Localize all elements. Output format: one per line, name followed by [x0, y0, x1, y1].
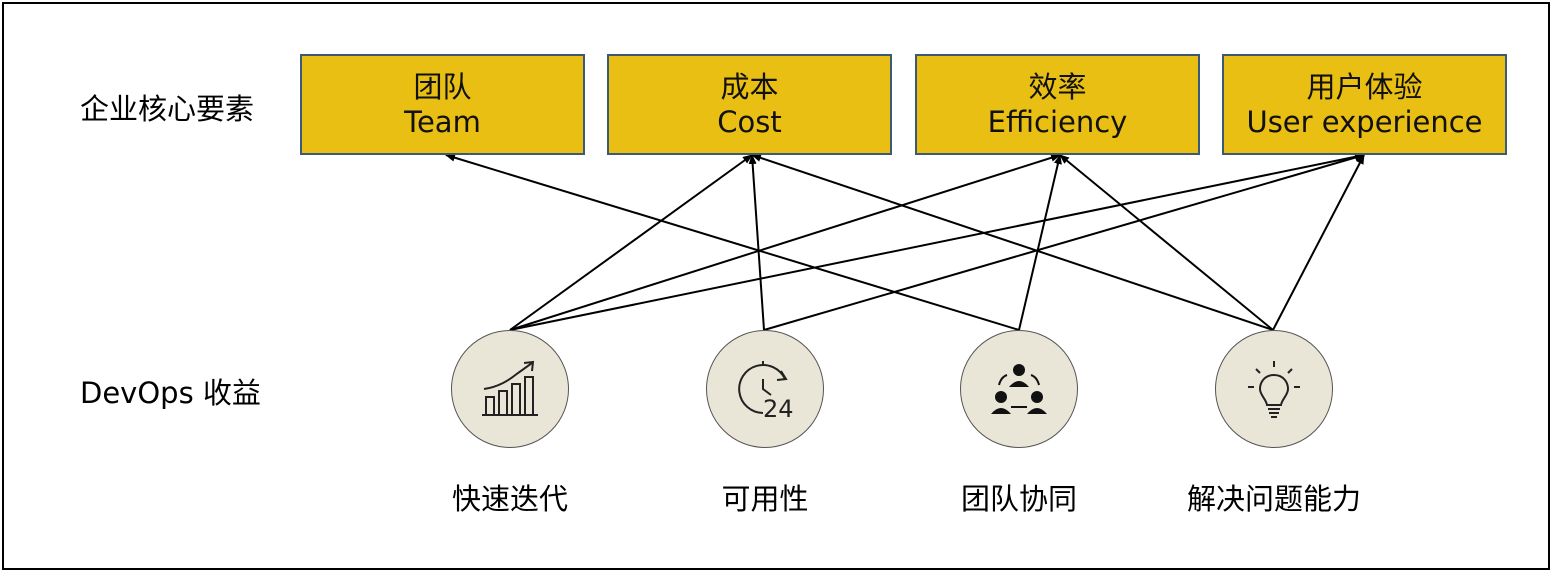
- clock-24-icon: 24: [738, 361, 794, 421]
- link-arrow-4: [763, 153, 1365, 331]
- factor-title-en: Team: [404, 104, 481, 139]
- link-arrow-3: [748, 154, 765, 331]
- lightbulb-icon: [1248, 361, 1300, 418]
- link-arrow-9: [1272, 154, 1365, 331]
- link-arrow-1: [509, 153, 1061, 331]
- benefit-label-iteration: 快速迭代: [451, 482, 568, 516]
- link-arrow-2: [509, 152, 1365, 331]
- benefit-circle-iteration: [451, 330, 569, 448]
- factors-row-label: 企业核心要素: [80, 92, 255, 126]
- factor-box-user-experience: 用户体验 User experience: [1222, 54, 1507, 155]
- link-arrow-0: [509, 154, 753, 331]
- svg-text:24: 24: [763, 395, 794, 421]
- benefits-row-label: DevOps 收益: [80, 376, 261, 410]
- benefit-circle-availability: 24: [706, 330, 824, 448]
- link-arrow-8: [1059, 154, 1274, 331]
- factor-box-efficiency: 效率 Efficiency: [915, 54, 1200, 155]
- factor-title-en: Efficiency: [987, 104, 1128, 139]
- factor-box-cost: 成本 Cost: [607, 54, 892, 155]
- factor-title-en: Cost: [717, 104, 782, 139]
- factor-title-zh: 团队: [413, 69, 472, 104]
- benefit-label-availability: 可用性: [721, 482, 809, 516]
- benefit-label-collaboration: 团队协同: [960, 482, 1077, 516]
- link-arrow-6: [1018, 154, 1062, 331]
- factor-title-zh: 效率: [1028, 69, 1087, 104]
- factor-box-team: 团队 Team: [300, 54, 585, 155]
- team-collaboration-icon: [991, 364, 1047, 414]
- factor-title-zh: 用户体验: [1306, 69, 1423, 104]
- factor-title-zh: 成本: [720, 69, 779, 104]
- benefit-label-problem-solving: 解决问题能力: [1186, 482, 1361, 516]
- link-arrow-5: [445, 153, 1020, 331]
- benefit-circle-problem-solving: [1215, 330, 1333, 448]
- benefit-circle-collaboration: [960, 330, 1078, 448]
- link-arrow-7: [751, 154, 1274, 331]
- factor-title-en: User experience: [1246, 104, 1483, 139]
- growth-chart-icon: [482, 360, 538, 416]
